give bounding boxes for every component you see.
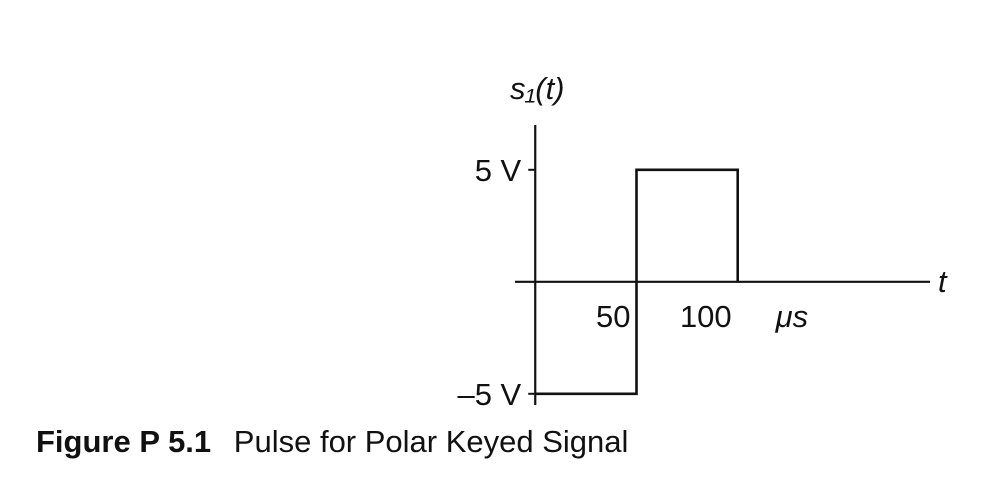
axes [515,125,930,405]
y-tick-label: 5 V [475,153,522,188]
y-axis-label: s₁(t) [510,71,565,106]
y-tick-label: –5 V [457,377,521,412]
x-axis-unit: μs [775,299,808,334]
figure-number: Figure P 5.1 [36,424,212,459]
x-tick-label: 50 [596,299,630,334]
figure-caption-text: Pulse for Polar Keyed Signal [233,424,629,459]
x-axis-label: t [938,264,948,299]
figure-caption: Figure P 5.1 Pulse for Polar Keyed Signa… [36,424,628,460]
x-tick-label: 100 [680,299,732,334]
pulse-waveform [535,168,740,396]
axis-ticks: 5 V –5 V 50 100 [457,153,731,412]
